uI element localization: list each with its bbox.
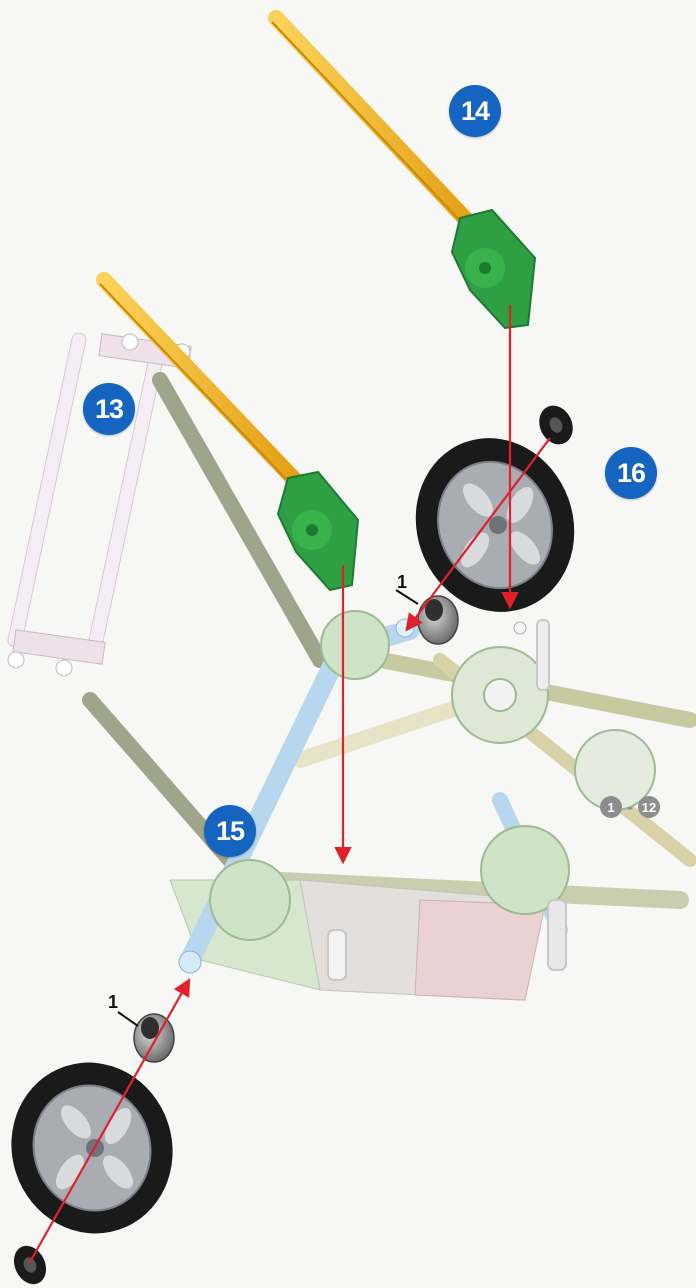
range-separator: - <box>627 797 633 818</box>
end-cap-top <box>533 400 579 450</box>
wheel-top <box>392 416 599 635</box>
step-badge-14: 14 <box>449 85 501 137</box>
range-to-badge: 12 <box>638 796 660 818</box>
step-badge-16: 16 <box>605 447 657 499</box>
range-from-badge: 1 <box>600 796 622 818</box>
step-number: 15 <box>216 816 244 847</box>
step-badge-13: 13 <box>83 383 135 435</box>
spacer-bottom <box>134 1014 174 1062</box>
green-connector <box>452 210 535 328</box>
step-number: 16 <box>617 458 645 489</box>
green-connector <box>278 472 358 590</box>
quantity-label-spacer-bottom: 1 <box>108 992 118 1013</box>
prior-steps-range: 1 - 12 <box>600 796 660 818</box>
yellow-rod <box>276 18 490 245</box>
step-number: 14 <box>461 96 489 127</box>
base-plate-pink <box>415 900 545 1000</box>
wheel-bottom <box>0 1041 195 1254</box>
part-14-rod-connector <box>272 18 535 328</box>
step-number: 13 <box>95 394 123 425</box>
step-badge-15: 15 <box>204 805 256 857</box>
end-cap-bottom <box>8 1241 52 1288</box>
quantity-label-spacer-top: 1 <box>397 572 407 593</box>
spacer-top <box>418 596 458 644</box>
